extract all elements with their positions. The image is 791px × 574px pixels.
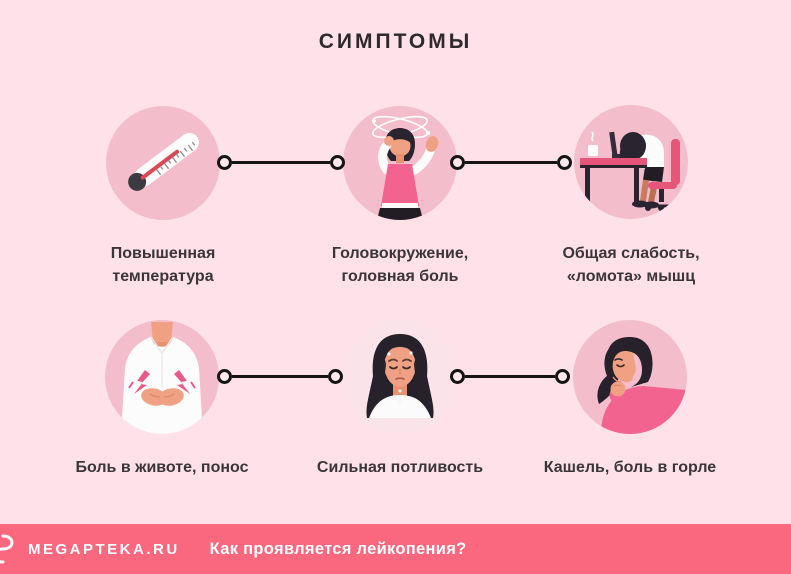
connector-ring <box>450 369 465 384</box>
connector <box>217 155 345 170</box>
connector-line <box>232 375 328 378</box>
symptom-circle-weakness <box>574 105 688 219</box>
symptom-circle-cough <box>573 320 687 434</box>
symptom-label-dizziness: Головокружение, головная боль <box>331 245 469 286</box>
page-title: СИМПТОМЫ <box>318 30 473 53</box>
dizzy-woman-icon <box>371 115 439 220</box>
connector <box>450 155 572 170</box>
connector-ring <box>450 155 465 170</box>
connector-line <box>232 161 330 164</box>
symptom-circle-dizziness <box>343 106 457 220</box>
brand-name: MEGAPTEKA.RU <box>28 540 180 558</box>
footer-bar: MEGAPTEKA.RU Как проявляется лейкопения? <box>0 524 791 574</box>
connector <box>450 369 570 384</box>
megapteka-logo-icon <box>0 534 14 564</box>
connector-ring <box>217 369 232 384</box>
connector-ring <box>217 155 232 170</box>
sweating-woman-icon <box>366 334 434 418</box>
connector <box>217 369 343 384</box>
stomach-pain-icon <box>121 322 203 434</box>
connector-line <box>465 375 555 378</box>
coughing-woman-icon <box>597 337 687 434</box>
symptom-label-cough: Кашель, боль в горле <box>543 459 717 476</box>
symptom-circle-temperature <box>106 106 220 220</box>
symptom-label-temperature: Повышенная температура <box>110 245 216 286</box>
connector-ring <box>330 155 345 170</box>
symptom-label-stomach: Боль в животе, понос <box>75 459 249 476</box>
thermometer-icon <box>128 132 199 191</box>
symptom-circle-stomach <box>105 320 219 434</box>
symptom-label-sweating: Сильная потливость <box>316 459 484 476</box>
symptom-label-weakness: Общая слабость, «ломота» мышц <box>562 245 700 286</box>
connector-ring <box>557 155 572 170</box>
symptom-circle-sweating <box>343 320 457 434</box>
connector-ring <box>328 369 343 384</box>
woman-tired-at-desk-icon <box>580 131 680 211</box>
footer-question: Как проявляется лейкопения? <box>209 539 467 558</box>
connector-line <box>465 161 557 164</box>
connector-ring <box>555 369 570 384</box>
